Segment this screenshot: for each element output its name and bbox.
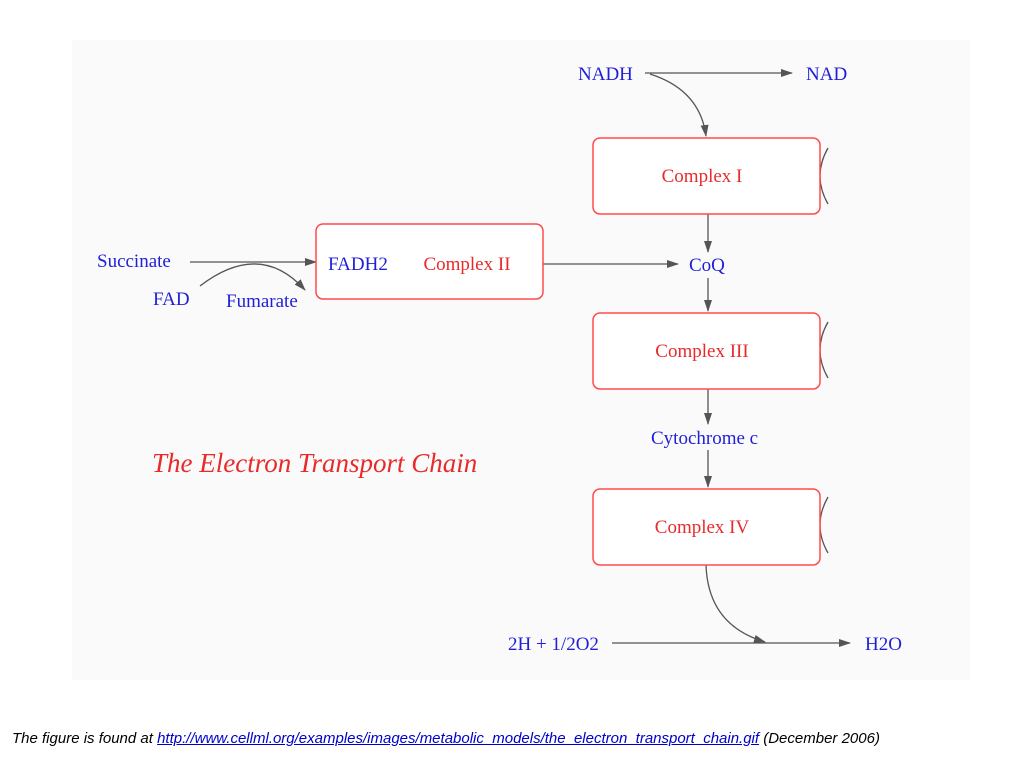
complex-iv-label: Complex IV	[655, 517, 750, 538]
fad-label: FAD	[153, 289, 190, 310]
coq-label: CoQ	[689, 255, 725, 276]
complex-iv-box	[592, 488, 821, 566]
oxygen-label: 2H + 1/2O2	[508, 634, 599, 655]
membrane-curve-complex-i	[819, 147, 829, 205]
caption-prefix: The figure is found at	[12, 730, 158, 747]
complex-iii-box	[592, 312, 821, 390]
caption-suffix: (December 2006)	[759, 730, 880, 747]
arrow-fad-to-fumarate	[199, 263, 306, 291]
figure-caption: The figure is found at http://www.cellml…	[12, 730, 880, 747]
source-link[interactable]: http://www.cellml.org/examples/images/me…	[157, 730, 760, 747]
complex-ii-label: Complex II	[423, 254, 510, 275]
complex-i-box	[592, 137, 821, 215]
nadh-label: NADH	[578, 64, 633, 85]
complex-iii-label: Complex III	[655, 341, 748, 362]
water-label: H2O	[865, 634, 902, 655]
succinate-label: Succinate	[97, 251, 171, 272]
membrane-curve-complex-iv	[819, 496, 829, 554]
arrow-complex-iv-to-water	[705, 564, 766, 643]
diagram-title: The Electron Transport Chain	[152, 448, 477, 478]
complex-ii-box	[315, 223, 544, 300]
fumarate-label: Fumarate	[226, 291, 298, 312]
complex-i-label: Complex I	[662, 166, 743, 187]
arrow-nadh-to-complex-i	[649, 73, 709, 137]
membrane-curve-complex-iii	[819, 321, 829, 379]
fadh2-label: FADH2	[328, 254, 388, 275]
nad-label: NAD	[806, 64, 847, 85]
cytochrome-c-label: Cytochrome c	[651, 428, 758, 449]
